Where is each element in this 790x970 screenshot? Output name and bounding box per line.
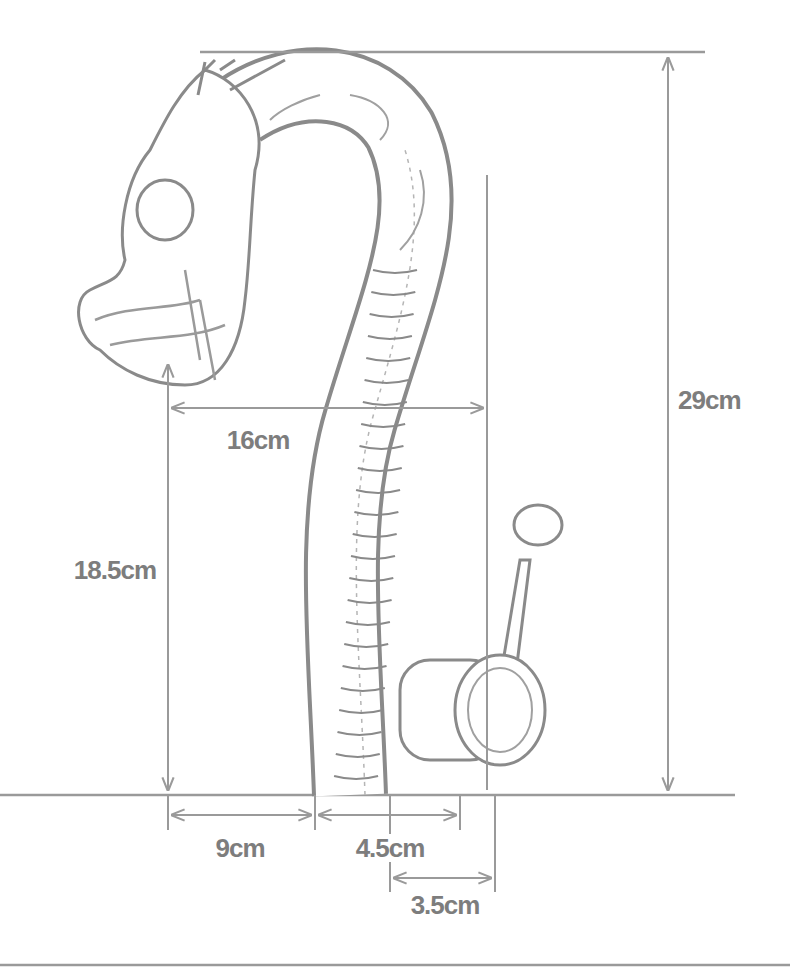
belly-plate [334,776,378,779]
valve-ring [468,668,532,752]
valve-cap [455,655,545,765]
dimension-label: 29cm [676,386,743,415]
belly-plates [334,270,417,779]
extension-line [486,175,488,790]
extension-line [459,795,461,830]
belly-plate [341,688,385,691]
belly-plate [368,336,412,339]
lever-knob [514,505,562,545]
belly-plate [373,270,417,273]
belly-plate [349,578,393,581]
belly-plate [358,468,402,471]
belly-plate [336,754,380,757]
dimension-line [172,814,311,816]
dragon-horns [198,60,285,95]
belly-plate [363,402,407,405]
belly-plate [365,380,409,383]
extension-line [494,795,496,892]
extension-line [314,795,316,830]
extension-line [200,51,705,54]
dragon-mane [270,95,424,250]
dimension-line [167,365,169,790]
belly-plate [351,556,395,559]
dimension-line [319,814,456,816]
extension-line [167,795,169,830]
dimension-line [394,877,491,879]
belly-plate [339,710,383,713]
belly-plate [356,490,400,493]
dimension-label: 4.5cm [354,834,427,863]
dimension-label: 16cm [225,426,292,455]
belly-plate [344,644,388,647]
belly-plate [346,622,390,625]
belly-plate [359,446,403,449]
dimension-label: 18.5cm [72,556,158,585]
dimension-line [667,58,669,790]
belly-plate [371,292,415,295]
bottom-line [0,964,790,967]
dragon-eye [137,180,193,240]
belly-plate [361,424,405,427]
dragon-mouth [95,270,225,380]
belly-plate [353,534,397,537]
belly-plate [348,600,392,603]
belly-plate [337,732,381,735]
dimension-label: 9cm [213,834,266,863]
dimension-label: 3.5cm [409,891,482,920]
dragon-head [79,70,259,385]
dimension-line [172,407,483,409]
belly-plate [370,314,414,317]
belly-plate [343,666,387,669]
belly-plate [354,512,398,515]
belly-plate [366,358,410,361]
